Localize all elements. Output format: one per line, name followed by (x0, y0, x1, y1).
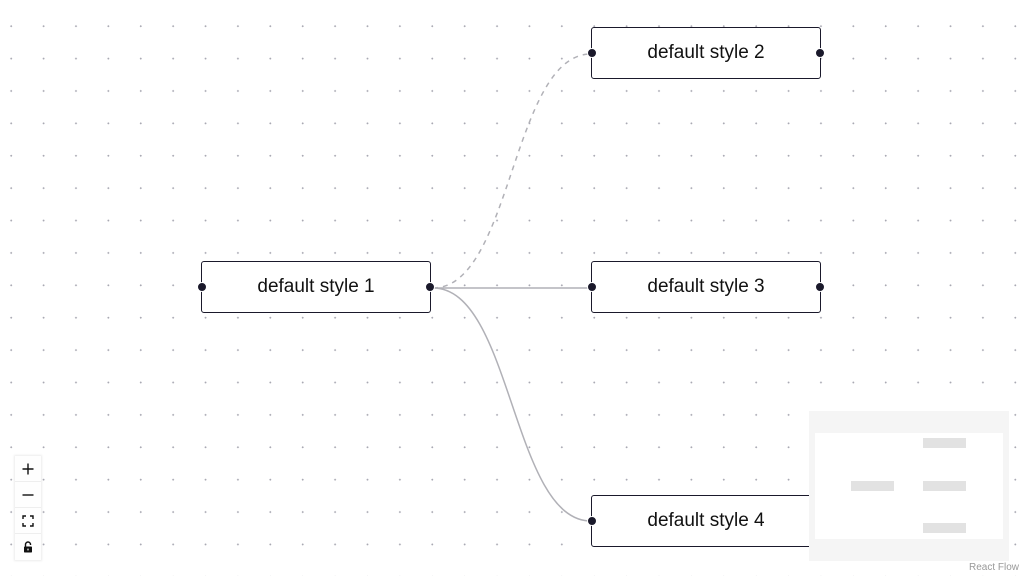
fit-view-icon (22, 514, 34, 527)
flow-node-3[interactable]: default style 3 (587, 261, 825, 313)
lock-icon (24, 541, 32, 553)
node-label: default style 2 (647, 42, 765, 63)
target-handle[interactable] (587, 48, 597, 58)
minimap-node-1 (851, 481, 894, 491)
source-handle[interactable] (425, 282, 435, 292)
minimap[interactable] (809, 411, 1009, 561)
edge-1-2[interactable] (432, 53, 592, 289)
minimap-node-3 (923, 481, 966, 491)
flow-node-2[interactable]: default style 2 (587, 27, 825, 79)
node-label: default style 3 (647, 276, 765, 297)
target-handle[interactable] (587, 516, 597, 526)
node-label: default style 1 (257, 276, 375, 297)
source-handle[interactable] (815, 48, 825, 58)
minus-icon (22, 493, 34, 496)
plus-icon (22, 463, 34, 474)
flow-node-1[interactable]: default style 1 (197, 261, 435, 313)
node-label: default style 4 (647, 510, 765, 531)
attribution-label[interactable]: React Flow (966, 561, 1021, 574)
target-handle[interactable] (197, 282, 207, 292)
zoom-out-button[interactable] (15, 482, 41, 508)
minimap-node-2 (923, 438, 966, 448)
source-handle[interactable] (815, 282, 825, 292)
minimap-viewport-mask (815, 433, 1003, 539)
fit-view-button[interactable] (15, 508, 41, 534)
toggle-interactivity-button[interactable] (15, 534, 41, 560)
flow-node-4[interactable]: default style 4 (587, 495, 825, 547)
target-handle[interactable] (587, 282, 597, 292)
zoom-in-button[interactable] (15, 456, 41, 482)
edge-1-4[interactable] (432, 287, 592, 522)
flow-controls (15, 456, 41, 560)
minimap-node-4 (923, 523, 966, 533)
